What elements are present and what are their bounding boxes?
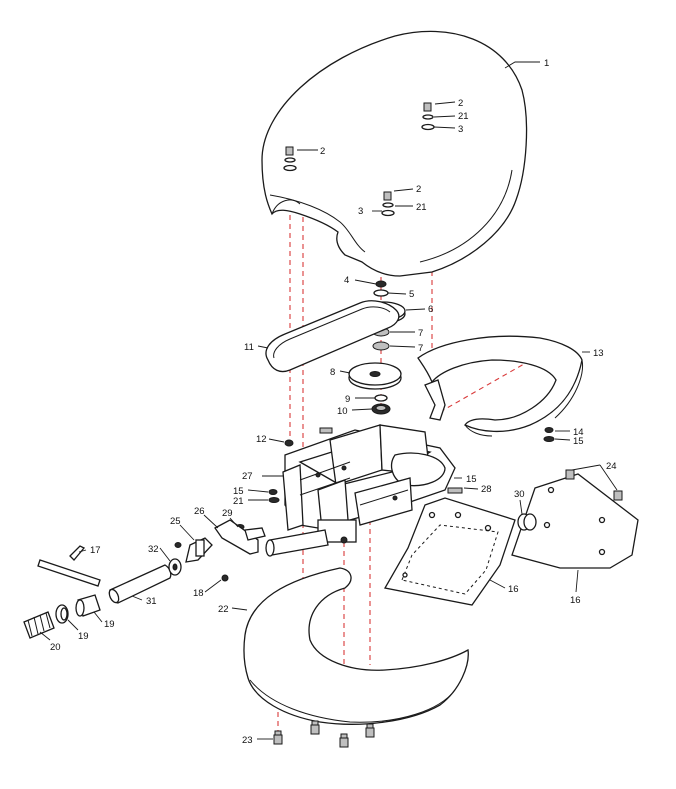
callout-21: 21 bbox=[458, 111, 469, 122]
deck-bolts bbox=[273, 720, 375, 748]
drive-shaft bbox=[265, 529, 329, 557]
callout-7: 7 bbox=[418, 328, 423, 339]
main-frame bbox=[282, 424, 456, 544]
callout-3: 3 bbox=[358, 206, 363, 217]
callout-15: 15 bbox=[573, 436, 584, 447]
bushings bbox=[55, 594, 101, 624]
callout-13: 13 bbox=[593, 348, 604, 359]
callout-6: 6 bbox=[428, 304, 433, 315]
end-cap bbox=[517, 513, 537, 531]
callout-22: 22 bbox=[218, 604, 229, 615]
cover-bolts bbox=[283, 102, 435, 217]
callout-9: 9 bbox=[345, 394, 350, 405]
callout-10: 10 bbox=[337, 406, 348, 417]
callout-5: 5 bbox=[409, 289, 414, 300]
spacer-tube bbox=[108, 564, 172, 604]
callout-21: 21 bbox=[233, 496, 244, 507]
callout-23: 23 bbox=[242, 735, 253, 746]
callout-14: 14 bbox=[573, 427, 584, 438]
top-cover bbox=[261, 30, 528, 277]
collar bbox=[168, 558, 182, 576]
callout-16: 16 bbox=[508, 584, 519, 595]
callout-17: 17 bbox=[90, 545, 101, 556]
leader-lines bbox=[39, 61, 618, 740]
callout-18: 18 bbox=[193, 588, 204, 599]
callout-16: 16 bbox=[570, 595, 581, 606]
callout-29: 29 bbox=[222, 508, 233, 519]
callout-21: 21 bbox=[416, 202, 427, 213]
callout-26: 26 bbox=[194, 506, 205, 517]
callout-4: 4 bbox=[344, 275, 349, 286]
callout-11: 11 bbox=[244, 342, 254, 353]
callout-labels: 1 2 21 3 2 2 3 21 4 5 6 7 7 11 8 13 9 10… bbox=[50, 58, 617, 746]
spring bbox=[23, 611, 55, 639]
driven-pulley bbox=[348, 362, 402, 390]
frame-bolts bbox=[235, 427, 463, 530]
deflector-plate-outer bbox=[511, 469, 639, 569]
callout-2: 2 bbox=[458, 98, 463, 109]
callout-15: 15 bbox=[466, 474, 477, 485]
lever-assembly bbox=[174, 519, 266, 563]
callout-31: 31 bbox=[146, 596, 157, 607]
callout-19: 19 bbox=[104, 619, 115, 630]
handle-rod bbox=[37, 545, 101, 587]
callout-7: 7 bbox=[418, 343, 423, 354]
lower-deck bbox=[243, 567, 469, 725]
callout-20: 20 bbox=[50, 642, 61, 653]
discharge-shroud bbox=[417, 335, 584, 437]
callout-19: 19 bbox=[78, 631, 89, 642]
callout-2: 2 bbox=[416, 184, 421, 195]
callout-15: 15 bbox=[233, 486, 244, 497]
callout-28: 28 bbox=[481, 484, 492, 495]
shroud-bracket bbox=[424, 379, 446, 421]
deflector-plate-inner bbox=[383, 497, 516, 606]
callout-24: 24 bbox=[606, 461, 617, 472]
callout-12: 12 bbox=[256, 434, 267, 445]
callout-30: 30 bbox=[514, 489, 525, 500]
spindle-hardware-lower bbox=[371, 394, 391, 415]
shroud-hardware bbox=[543, 427, 555, 442]
callout-3: 3 bbox=[458, 124, 463, 135]
callout-25: 25 bbox=[170, 516, 181, 527]
ball bbox=[221, 574, 229, 582]
callout-1: 1 bbox=[544, 58, 549, 69]
callout-32: 32 bbox=[148, 544, 159, 555]
callout-8: 8 bbox=[330, 367, 335, 378]
callout-2: 2 bbox=[320, 146, 325, 157]
callout-27: 27 bbox=[242, 471, 253, 482]
drive-belt bbox=[265, 300, 400, 373]
